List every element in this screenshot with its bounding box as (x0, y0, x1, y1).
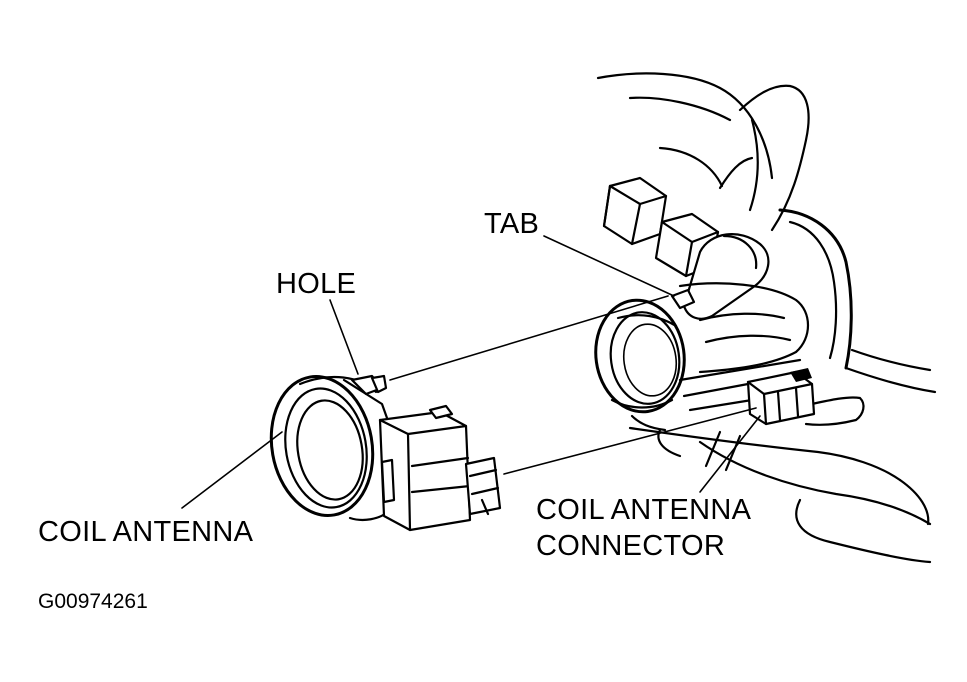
connector-alignment-line (503, 407, 757, 475)
coil-antenna-connector-label-line2: CONNECTOR (536, 530, 726, 562)
leader-lines (181, 235, 761, 509)
coil-antenna-label: COIL ANTENNA (38, 516, 254, 548)
hole-label: HOLE (276, 268, 357, 300)
figure-id: G00974261 (38, 590, 148, 613)
connector-leader-line (699, 415, 761, 493)
column-switch-blocks (602, 176, 770, 320)
coil-antenna-leader-line (181, 431, 283, 509)
hole-to-tab-alignment-line (389, 295, 669, 381)
coil-antenna-part (269, 374, 502, 532)
tab-leader-line (543, 235, 675, 297)
key-cylinder (594, 282, 809, 414)
alignment-lines (389, 295, 757, 475)
hole-leader-line (329, 299, 359, 375)
tab-label: TAB (484, 208, 540, 240)
coil-antenna-connector-label-line1: COIL ANTENNA (536, 494, 752, 526)
connector-block (746, 368, 816, 426)
steering-column-housing (596, 72, 937, 564)
